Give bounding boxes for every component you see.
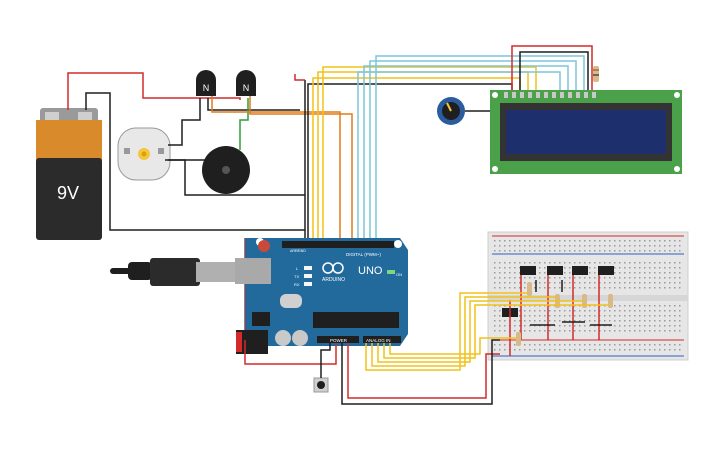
battery-9v: 9V — [36, 108, 102, 240]
led-l-label: L — [296, 266, 299, 271]
lcd-16x2 — [490, 90, 682, 174]
push-button[interactable] — [313, 377, 329, 393]
transistor-2-label: N — [243, 83, 250, 93]
gnd-label: GND — [298, 249, 306, 253]
arduino-uno-board: UNO ARDUINO DIGITAL (PWM~) POWER ANALOG … — [235, 238, 408, 354]
transistor-1-label: N — [203, 83, 210, 93]
lcd-resistor — [593, 66, 599, 82]
potentiometer[interactable] — [437, 97, 465, 125]
battery-label: 9V — [57, 183, 79, 203]
led-rx-label: RX — [294, 282, 300, 287]
wires-analog — [244, 292, 609, 405]
digital-header-label: DIGITAL (PWM~) — [346, 252, 381, 257]
wires-lcd — [307, 45, 593, 238]
breadboard-holes — [494, 240, 681, 351]
usb-cable — [110, 258, 242, 286]
analog-in-label: ANALOG IN — [366, 338, 391, 343]
aref-label: AREF — [290, 249, 299, 253]
npn-transistor-2: N — [236, 70, 256, 96]
arduino-model-label: UNO — [358, 265, 383, 277]
dc-motor — [117, 127, 171, 181]
lcd-pins — [504, 92, 596, 98]
piezo-buzzer — [202, 146, 250, 194]
npn-transistor-1: N — [196, 70, 216, 96]
wires-breadboard — [509, 275, 612, 356]
arduino-brand-label: ARDUINO — [322, 277, 345, 283]
led-on-label: ON — [396, 272, 402, 277]
led-tx-label: TX — [294, 274, 299, 279]
power-label: POWER — [330, 338, 348, 343]
